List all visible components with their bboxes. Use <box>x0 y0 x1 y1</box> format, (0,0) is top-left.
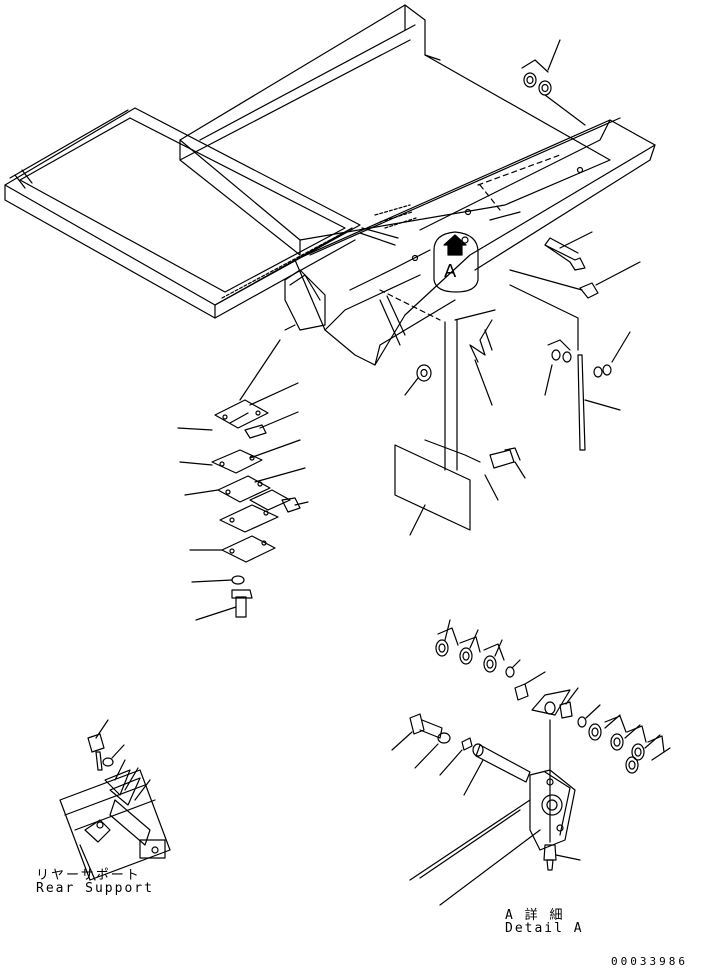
rear-support-assembly <box>59 719 171 881</box>
hopper-tray <box>4 107 361 319</box>
rear-support-label-en: Rear Support <box>36 881 154 896</box>
frame-nut <box>404 364 432 396</box>
shim-stack <box>177 339 309 621</box>
rear-support-label-jp: リヤーサポート <box>36 868 141 883</box>
callout-label: A <box>444 261 457 282</box>
main-frame <box>284 117 656 366</box>
plate-and-bolt <box>394 439 526 536</box>
drawing-number: 00033986 <box>611 955 688 968</box>
top-nuts <box>521 39 586 126</box>
rod-assembly <box>509 284 631 451</box>
callout-bubble <box>433 231 479 293</box>
detail-a-label-jp: A 詳 細 <box>505 908 565 923</box>
dashed-leaders <box>379 154 561 321</box>
detail-a-label-en: Detail A <box>505 921 584 936</box>
detail-a-assembly <box>391 619 671 906</box>
right-bolts <box>489 211 641 299</box>
hook-rods <box>444 309 496 471</box>
